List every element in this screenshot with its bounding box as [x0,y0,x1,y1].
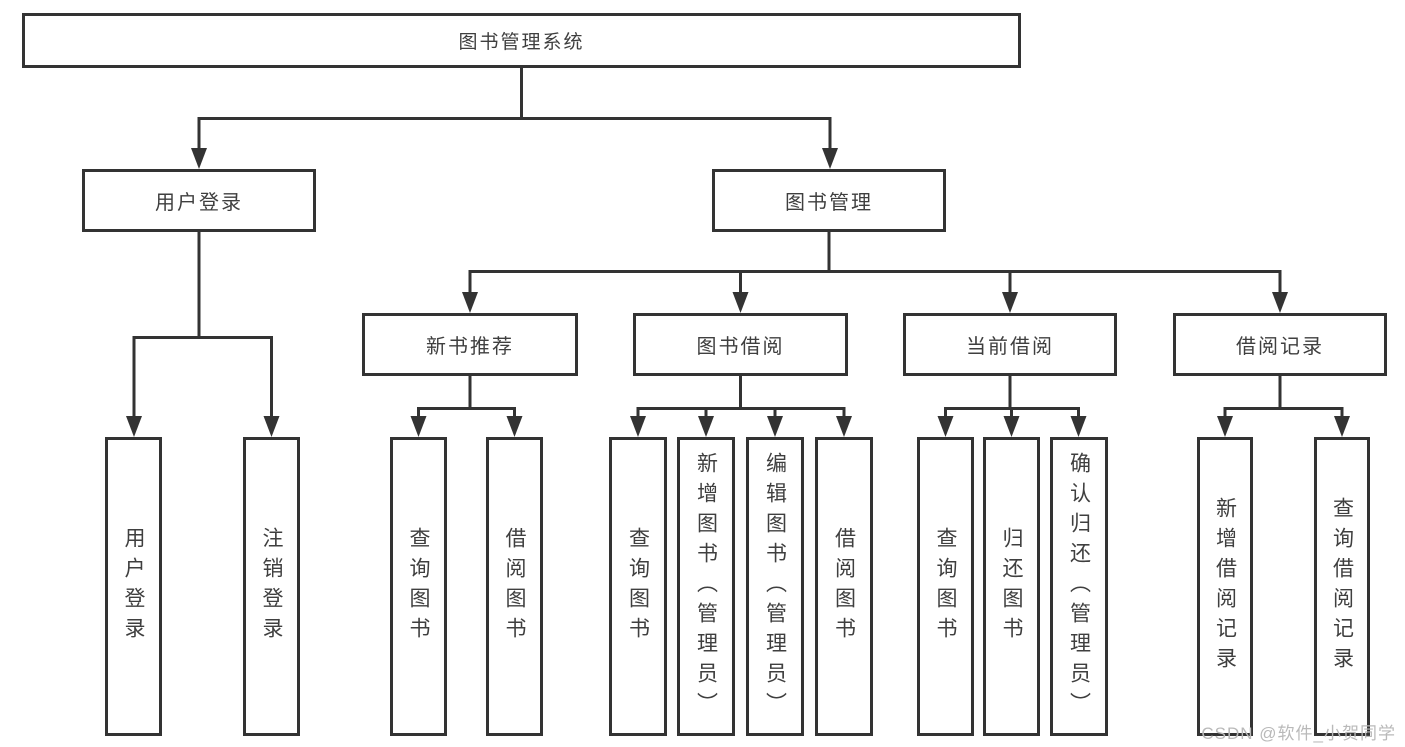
leaf-logout: 注销登录 [243,437,300,736]
arrow-down-icon [410,416,427,437]
leaf-borrow-books: 借阅图书 [815,437,873,736]
leaf-user-login: 用户登录 [105,437,162,736]
arrow-down-icon [1217,416,1233,437]
node-label: 查询图书 [407,526,430,647]
leaf-query-books-recommend: 查询图书 [390,437,447,736]
node-label: 归还图书 [1000,526,1023,647]
arrow-down-icon [1070,416,1087,437]
connector-line [417,376,516,421]
node-new-book-recommend: 新书推荐 [362,313,578,376]
arrow-down-icon [822,148,838,169]
connector-line [197,68,832,153]
arrow-down-icon [1272,292,1288,313]
node-book-borrowing: 图书借阅 [633,313,848,376]
node-label: 查询借阅记录 [1330,496,1354,677]
connector-line [944,376,1080,421]
node-label: 注销登录 [260,526,283,647]
node-label: 图书管理系统 [458,32,585,53]
node-label: 新增图书（管理员） [694,451,718,722]
arrow-down-icon [1334,416,1350,437]
node-label: 当前借阅 [966,336,1054,358]
arrow-down-icon [937,416,954,437]
leaf-add-borrow-record: 新增借阅记录 [1197,437,1253,736]
node-label: 编辑图书（管理员） [763,451,787,722]
arrow-down-icon [506,416,523,437]
connector-line [1223,376,1344,421]
csdn-watermark: CSDN @软件_小贺同学 [1201,724,1396,743]
node-label: 确认归还（管理员） [1067,451,1091,722]
arrow-down-icon [836,416,852,437]
node-label: 新增借阅记录 [1213,496,1237,677]
node-label: 借阅记录 [1236,336,1324,358]
arrow-down-icon [191,148,207,169]
connector-line [132,232,273,421]
node-label: 用户登录 [122,526,145,647]
node-label: 新书推荐 [426,336,514,358]
leaf-borrow-books-recommend: 借阅图书 [486,437,543,736]
arrow-down-icon [126,416,142,437]
node-label: 图书借阅 [696,336,785,358]
arrow-down-icon [1003,416,1020,437]
leaf-query-borrow-record: 查询借阅记录 [1314,437,1370,736]
arrow-down-icon [1002,292,1018,313]
arrow-down-icon [263,416,280,437]
arrow-down-icon [732,292,749,313]
node-label: 借阅图书 [503,526,526,647]
node-borrowing-records: 借阅记录 [1173,313,1387,376]
leaf-add-book-admin: 新增图书（管理员） [677,437,735,736]
leaf-confirm-return-admin: 确认归还（管理员） [1050,437,1108,736]
leaf-query-books-borrow: 查询图书 [609,437,667,736]
node-label: 查询图书 [626,526,650,647]
leaf-edit-book-admin: 编辑图书（管理员） [746,437,804,736]
node-book-management: 图书管理 [712,169,946,232]
node-library-management-system: 图书管理系统 [22,13,1021,68]
leaf-return-books: 归还图书 [983,437,1040,736]
node-label: 借阅图书 [832,526,856,647]
node-label: 用户登录 [155,192,243,214]
node-label: 图书管理 [785,192,873,214]
arrow-down-icon [630,416,646,437]
connector-line [468,232,1282,297]
arrow-down-icon [462,292,478,313]
node-label: 查询图书 [934,526,957,647]
node-user-login: 用户登录 [82,169,316,232]
connector-line [636,376,846,421]
leaf-query-books-current: 查询图书 [917,437,974,736]
node-current-borrowing: 当前借阅 [903,313,1117,376]
arrow-down-icon [698,416,714,437]
arrow-down-icon [767,416,783,437]
